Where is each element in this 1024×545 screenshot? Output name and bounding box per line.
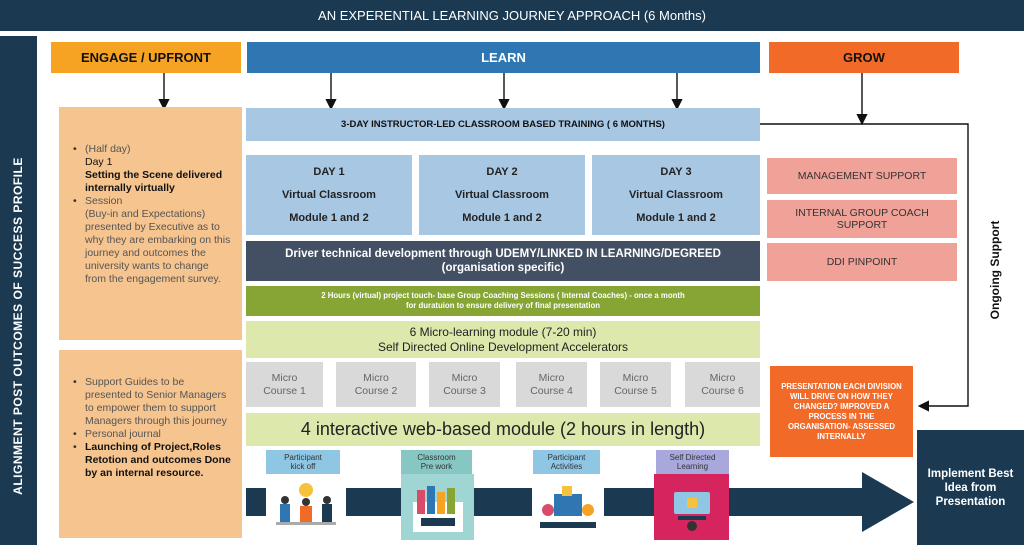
final-box-label: Implement Best Idea from Presentation — [927, 467, 1014, 508]
participant-kickoff-illustration — [266, 478, 346, 530]
day-2-module: Module 1 and 2 — [462, 211, 542, 224]
day-1-mode: Virtual Classroom — [282, 188, 376, 201]
chip-1-l1: Participant — [284, 453, 322, 462]
engage-day1: Day 1 — [85, 156, 113, 168]
chip-classroom-prework: Classroom Pre work — [401, 450, 472, 474]
micro-course-6: Micro Course 6 — [685, 362, 760, 407]
micro-course-2: Micro Course 2 — [336, 362, 416, 407]
ongoing-support-label: Ongoing Support — [988, 220, 1002, 320]
final-box: Implement Best Idea from Presentation — [917, 430, 1024, 545]
alignment-side-bar: ALIGNMENT POST OUTCOMES OF SUCCESS PROFI… — [0, 36, 37, 545]
web-module-bar: 4 interactive web-based module (2 hours … — [246, 413, 760, 446]
coaching-bar: 2 Hours (virtual) project touch- base Gr… — [246, 286, 760, 316]
chip-self-directed: Self Directed Learning — [656, 450, 729, 474]
micro-course-3-l2: Course 3 — [443, 384, 486, 397]
day-3-mode: Virtual Classroom — [629, 188, 723, 201]
micro-course-5-l1: Micro — [622, 371, 649, 384]
grow-item-coach: INTERNAL GROUP COACH SUPPORT — [767, 200, 957, 238]
day-3-title: DAY 3 — [660, 166, 692, 179]
presentation-box-label: PRESENTATION EACH DIVISION WILL DRIVE ON… — [781, 381, 902, 441]
driver-bar-line1: Driver technical development through UDE… — [285, 248, 721, 260]
micro-learning-line2: Self Directed Online Development Acceler… — [377, 339, 629, 354]
micro-course-4-l2: Course 4 — [530, 384, 573, 397]
grow-header-label: GROW — [843, 50, 885, 65]
day-box-1: DAY 1 Virtual Classroom Module 1 and 2 — [246, 155, 412, 235]
micro-course-4: Micro Course 4 — [516, 362, 587, 407]
chip-participant-kickoff: Participant kick off — [266, 450, 340, 474]
engage-panel-support: Support Guides to be presented to Senior… — [59, 350, 242, 538]
chip-2-l2: Pre work — [420, 462, 453, 471]
training-bar: 3-DAY INSTRUCTOR-LED CLASSROOM BASED TRA… — [246, 108, 760, 141]
grow-item-ddi-label: DDI PINPOINT — [826, 256, 898, 268]
micro-course-5: Micro Course 5 — [600, 362, 671, 407]
micro-course-3: Micro Course 3 — [429, 362, 500, 407]
day-1-title: DAY 1 — [313, 166, 345, 179]
grow-item-coach-label: INTERNAL GROUP COACH SUPPORT — [795, 207, 929, 231]
micro-course-5-l2: Course 5 — [614, 384, 657, 397]
chip-2-l1: Classroom — [417, 453, 456, 462]
micro-learning-line1: 6 Micro-learning module (7-20 min) — [409, 324, 597, 339]
day-box-2: DAY 2 Virtual Classroom Module 1 and 2 — [419, 155, 585, 235]
micro-course-6-l2: Course 6 — [701, 384, 744, 397]
engage-setting-scene: Setting the Scene delivered internally v… — [85, 169, 223, 194]
learn-header: LEARN — [247, 42, 760, 73]
coaching-bar-line2: for duratuion to ensure delivery of fina… — [405, 301, 601, 310]
engage-session-desc: (Buy-in and Expectations) presented by E… — [85, 208, 231, 285]
chip-1-l2: kick off — [290, 462, 316, 471]
micro-course-1-l2: Course 1 — [263, 384, 306, 397]
micro-course-1-l1: Micro — [271, 371, 298, 384]
micro-course-4-l1: Micro — [538, 371, 565, 384]
chip-3-l1: Participant — [547, 453, 586, 462]
page-title: AN EXPERENTIAL LEARNING JOURNEY APPROACH… — [318, 8, 706, 23]
training-bar-label: 3-DAY INSTRUCTOR-LED CLASSROOM BASED TRA… — [341, 119, 665, 130]
micro-learning-bar: 6 Micro-learning module (7-20 min) Self … — [246, 321, 760, 358]
engage-personal-journal: Personal journal — [73, 428, 232, 441]
chip-3-l2: Activities — [550, 462, 583, 471]
grow-header: GROW — [769, 42, 959, 73]
engage-header-label: ENGAGE / UPFRONT — [80, 50, 211, 65]
coaching-bar-line1: 2 Hours (virtual) project touch- base Gr… — [321, 291, 685, 300]
driver-bar-line2: (organisation specific) — [441, 262, 565, 274]
day-2-title: DAY 2 — [486, 166, 518, 179]
chip-4-l1: Self Directed — [669, 453, 716, 462]
grow-item-management: MANAGEMENT SUPPORT — [767, 158, 957, 194]
web-module-label: 4 interactive web-based module (2 hours … — [300, 419, 706, 439]
engage-launching-project: Launching of Project,Roles Retotion and … — [85, 441, 231, 479]
micro-course-2-l1: Micro — [363, 371, 389, 384]
micro-course-3-l1: Micro — [451, 371, 478, 384]
classroom-prework-illustration — [401, 474, 474, 540]
ongoing-support-loop — [760, 123, 969, 412]
day-box-3: DAY 3 Virtual Classroom Module 1 and 2 — [592, 155, 760, 235]
chip-4-l2: Learning — [676, 462, 709, 471]
page-title-bar: AN EXPERENTIAL LEARNING JOURNEY APPROACH… — [0, 0, 1024, 31]
learn-header-label: LEARN — [481, 50, 526, 65]
engage-half-day: (Half day) — [85, 143, 131, 155]
grow-item-management-label: MANAGEMENT SUPPORT — [797, 170, 927, 182]
engage-header: ENGAGE / UPFRONT — [51, 42, 241, 73]
participant-activities-illustration — [532, 480, 604, 536]
engage-panel-day1: (Half day) Day 1 Setting the Scene deliv… — [59, 107, 242, 340]
micro-course-6-l1: Micro — [709, 371, 736, 384]
chip-participant-activities: Participant Activities — [533, 450, 600, 474]
self-directed-learning-illustration — [654, 474, 729, 540]
engage-support-guides: Support Guides to be presented to Senior… — [73, 376, 232, 428]
day-1-module: Module 1 and 2 — [289, 211, 369, 224]
micro-course-2-l2: Course 2 — [354, 384, 398, 397]
engage-session: Session — [85, 195, 123, 207]
micro-course-1: Micro Course 1 — [246, 362, 323, 407]
day-3-module: Module 1 and 2 — [636, 211, 716, 224]
driver-bar: Driver technical development through UDE… — [246, 241, 760, 281]
grow-item-ddi: DDI PINPOINT — [767, 243, 957, 281]
presentation-box: PRESENTATION EACH DIVISION WILL DRIVE ON… — [770, 366, 913, 457]
day-2-mode: Virtual Classroom — [455, 188, 549, 201]
